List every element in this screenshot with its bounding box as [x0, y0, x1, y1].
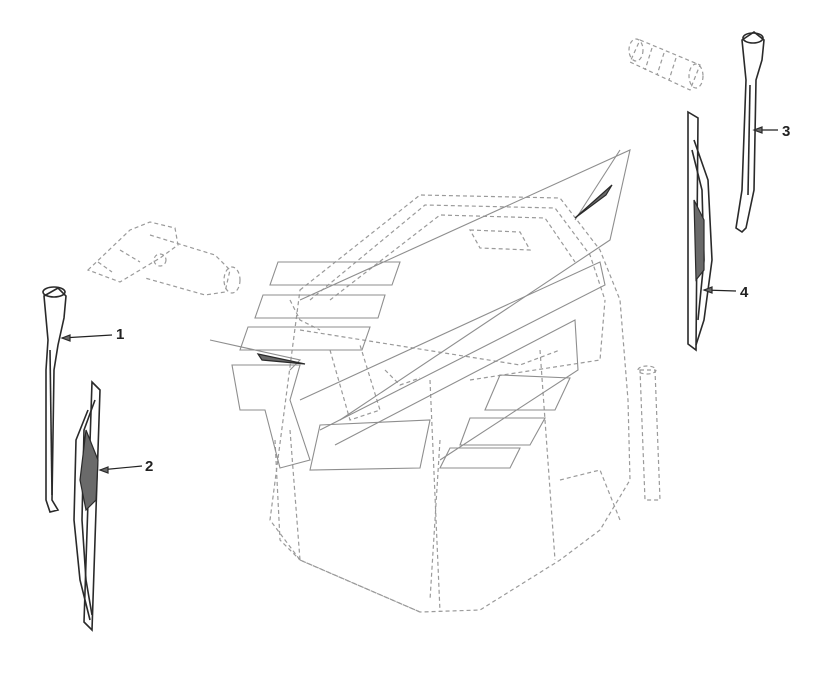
callout-4: 4 [740, 284, 749, 301]
wiper-blade-left [73, 380, 101, 632]
spring-cap [628, 38, 704, 91]
callout-2: 2 [145, 458, 154, 475]
glass-panes [209, 149, 631, 471]
wiper-arm-left [42, 286, 67, 513]
callout-3: 3 [782, 123, 791, 140]
leader-lines [60, 126, 778, 474]
wiper-arm-right [735, 31, 765, 234]
wiper-motor [86, 221, 241, 296]
wiper-blade-right [687, 110, 713, 352]
callout-1: 1 [116, 326, 125, 343]
cab-outline [269, 194, 661, 613]
